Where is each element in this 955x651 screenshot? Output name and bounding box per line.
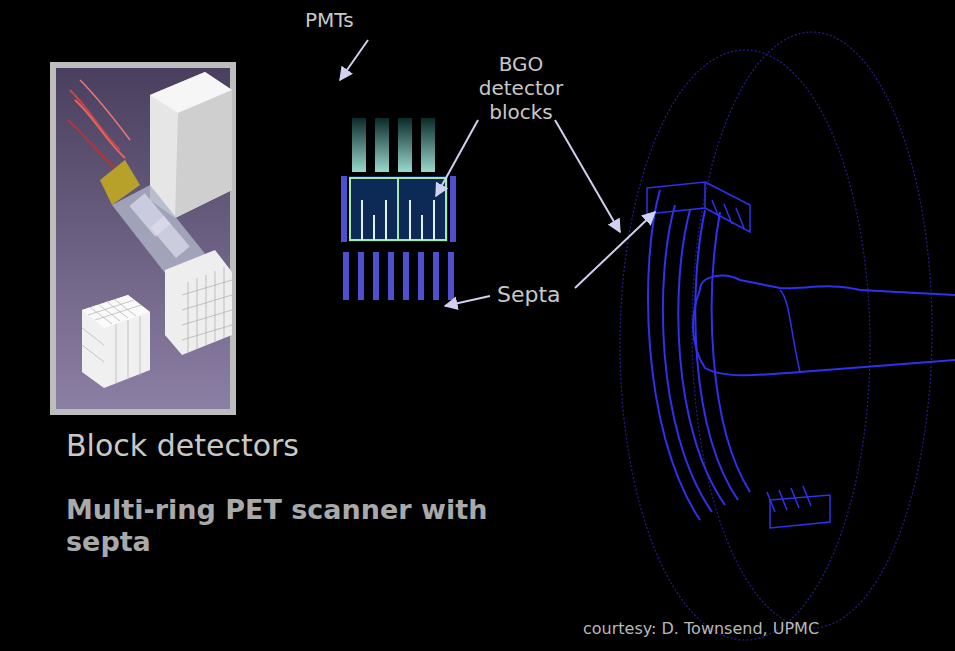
septa-label: Septa xyxy=(497,282,561,308)
pmt-label: PMTs xyxy=(305,8,354,32)
leader-arrows xyxy=(340,40,655,306)
photo-caption: Block detectors xyxy=(66,428,299,464)
pet-ring-drawing xyxy=(620,32,955,640)
credit-note: courtesy: D. Townsend, UPMC xyxy=(583,619,819,638)
bgo-label: BGO detector blocks xyxy=(470,52,572,124)
slide-title: Multi-ring PET scanner with septa xyxy=(66,494,566,559)
block-detector-photo xyxy=(50,62,236,415)
detector-schematic xyxy=(341,118,456,300)
